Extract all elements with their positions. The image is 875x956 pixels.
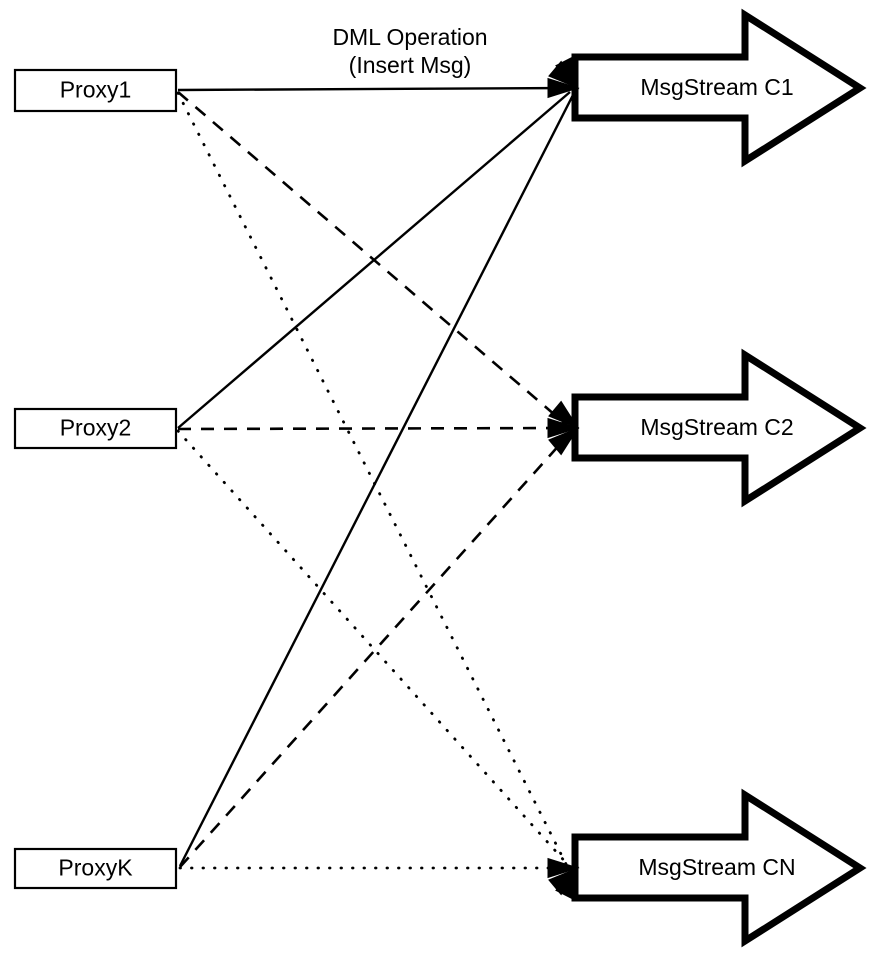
arrowhead-icon-stream_c2-2: [548, 400, 580, 430]
connection-proxyk-to-stream_c1: [178, 94, 575, 867]
arrowhead-icon-stream_c1-2: [555, 56, 579, 90]
stream-arrow-shape-stream_c1: [571, 8, 867, 168]
annotations-layer: DML Operation (Insert Msg): [332, 24, 487, 78]
connection-proxyk-to-stream_c2: [179, 431, 572, 868]
proxy-node-proxy2[interactable]: Proxy2: [13, 407, 178, 450]
stream-node-stream_c2[interactable]: MsgStream C2: [571, 348, 867, 508]
stream-arrow-shape-stream_c2: [571, 348, 867, 508]
stream-label-stream_cn: MsgStream CN: [638, 854, 795, 880]
dml-operation-label-line2: (Insert Msg): [349, 52, 472, 78]
proxy-node-proxy1[interactable]: Proxy1: [13, 68, 178, 113]
stream-node-stream_cn[interactable]: MsgStream CN: [571, 788, 867, 948]
proxy-label-proxy2: Proxy2: [60, 415, 132, 441]
stream-node-stream_c1[interactable]: MsgStream C1: [571, 8, 867, 168]
connection-proxy1-to-stream_c1: [177, 86, 573, 92]
connections-layer: [176, 86, 575, 870]
arrowhead-icon-stream_cn-1: [548, 866, 580, 896]
proxy-label-proxyk: ProxyK: [58, 855, 133, 881]
arrowhead-icon-stream_c1-0: [547, 77, 580, 99]
arrowheads-layer: [547, 56, 580, 900]
proxy-box-rect-proxy1: [13, 68, 178, 113]
connection-proxy2-to-stream_c2: [177, 426, 573, 431]
stream-label-stream_c1: MsgStream C1: [640, 74, 793, 100]
streams-layer: MsgStream C1 MsgStream C2 MsgStream CN: [571, 8, 867, 948]
stream-label-stream_c2: MsgStream C2: [640, 414, 793, 440]
dml-operation-label-line1: DML Operation: [332, 24, 487, 50]
proxy-label-proxy1: Proxy1: [60, 77, 132, 103]
stream-arrow-shape-stream_cn: [571, 788, 867, 948]
connection-proxy2-to-stream_cn: [176, 429, 571, 868]
arrowhead-icon-stream_c2-1: [547, 417, 580, 439]
proxy-box-rect-proxyk: [13, 847, 178, 890]
proxy-node-proxyk[interactable]: ProxyK: [13, 847, 178, 890]
arrowhead-icon-stream_cn-2: [547, 857, 580, 879]
connection-proxy1-to-stream_cn: [176, 91, 568, 866]
proxy-box-rect-proxy2: [13, 407, 178, 450]
arrowhead-icon-stream_c2-0: [548, 426, 580, 456]
connection-proxy2-to-stream_c1: [177, 91, 571, 429]
